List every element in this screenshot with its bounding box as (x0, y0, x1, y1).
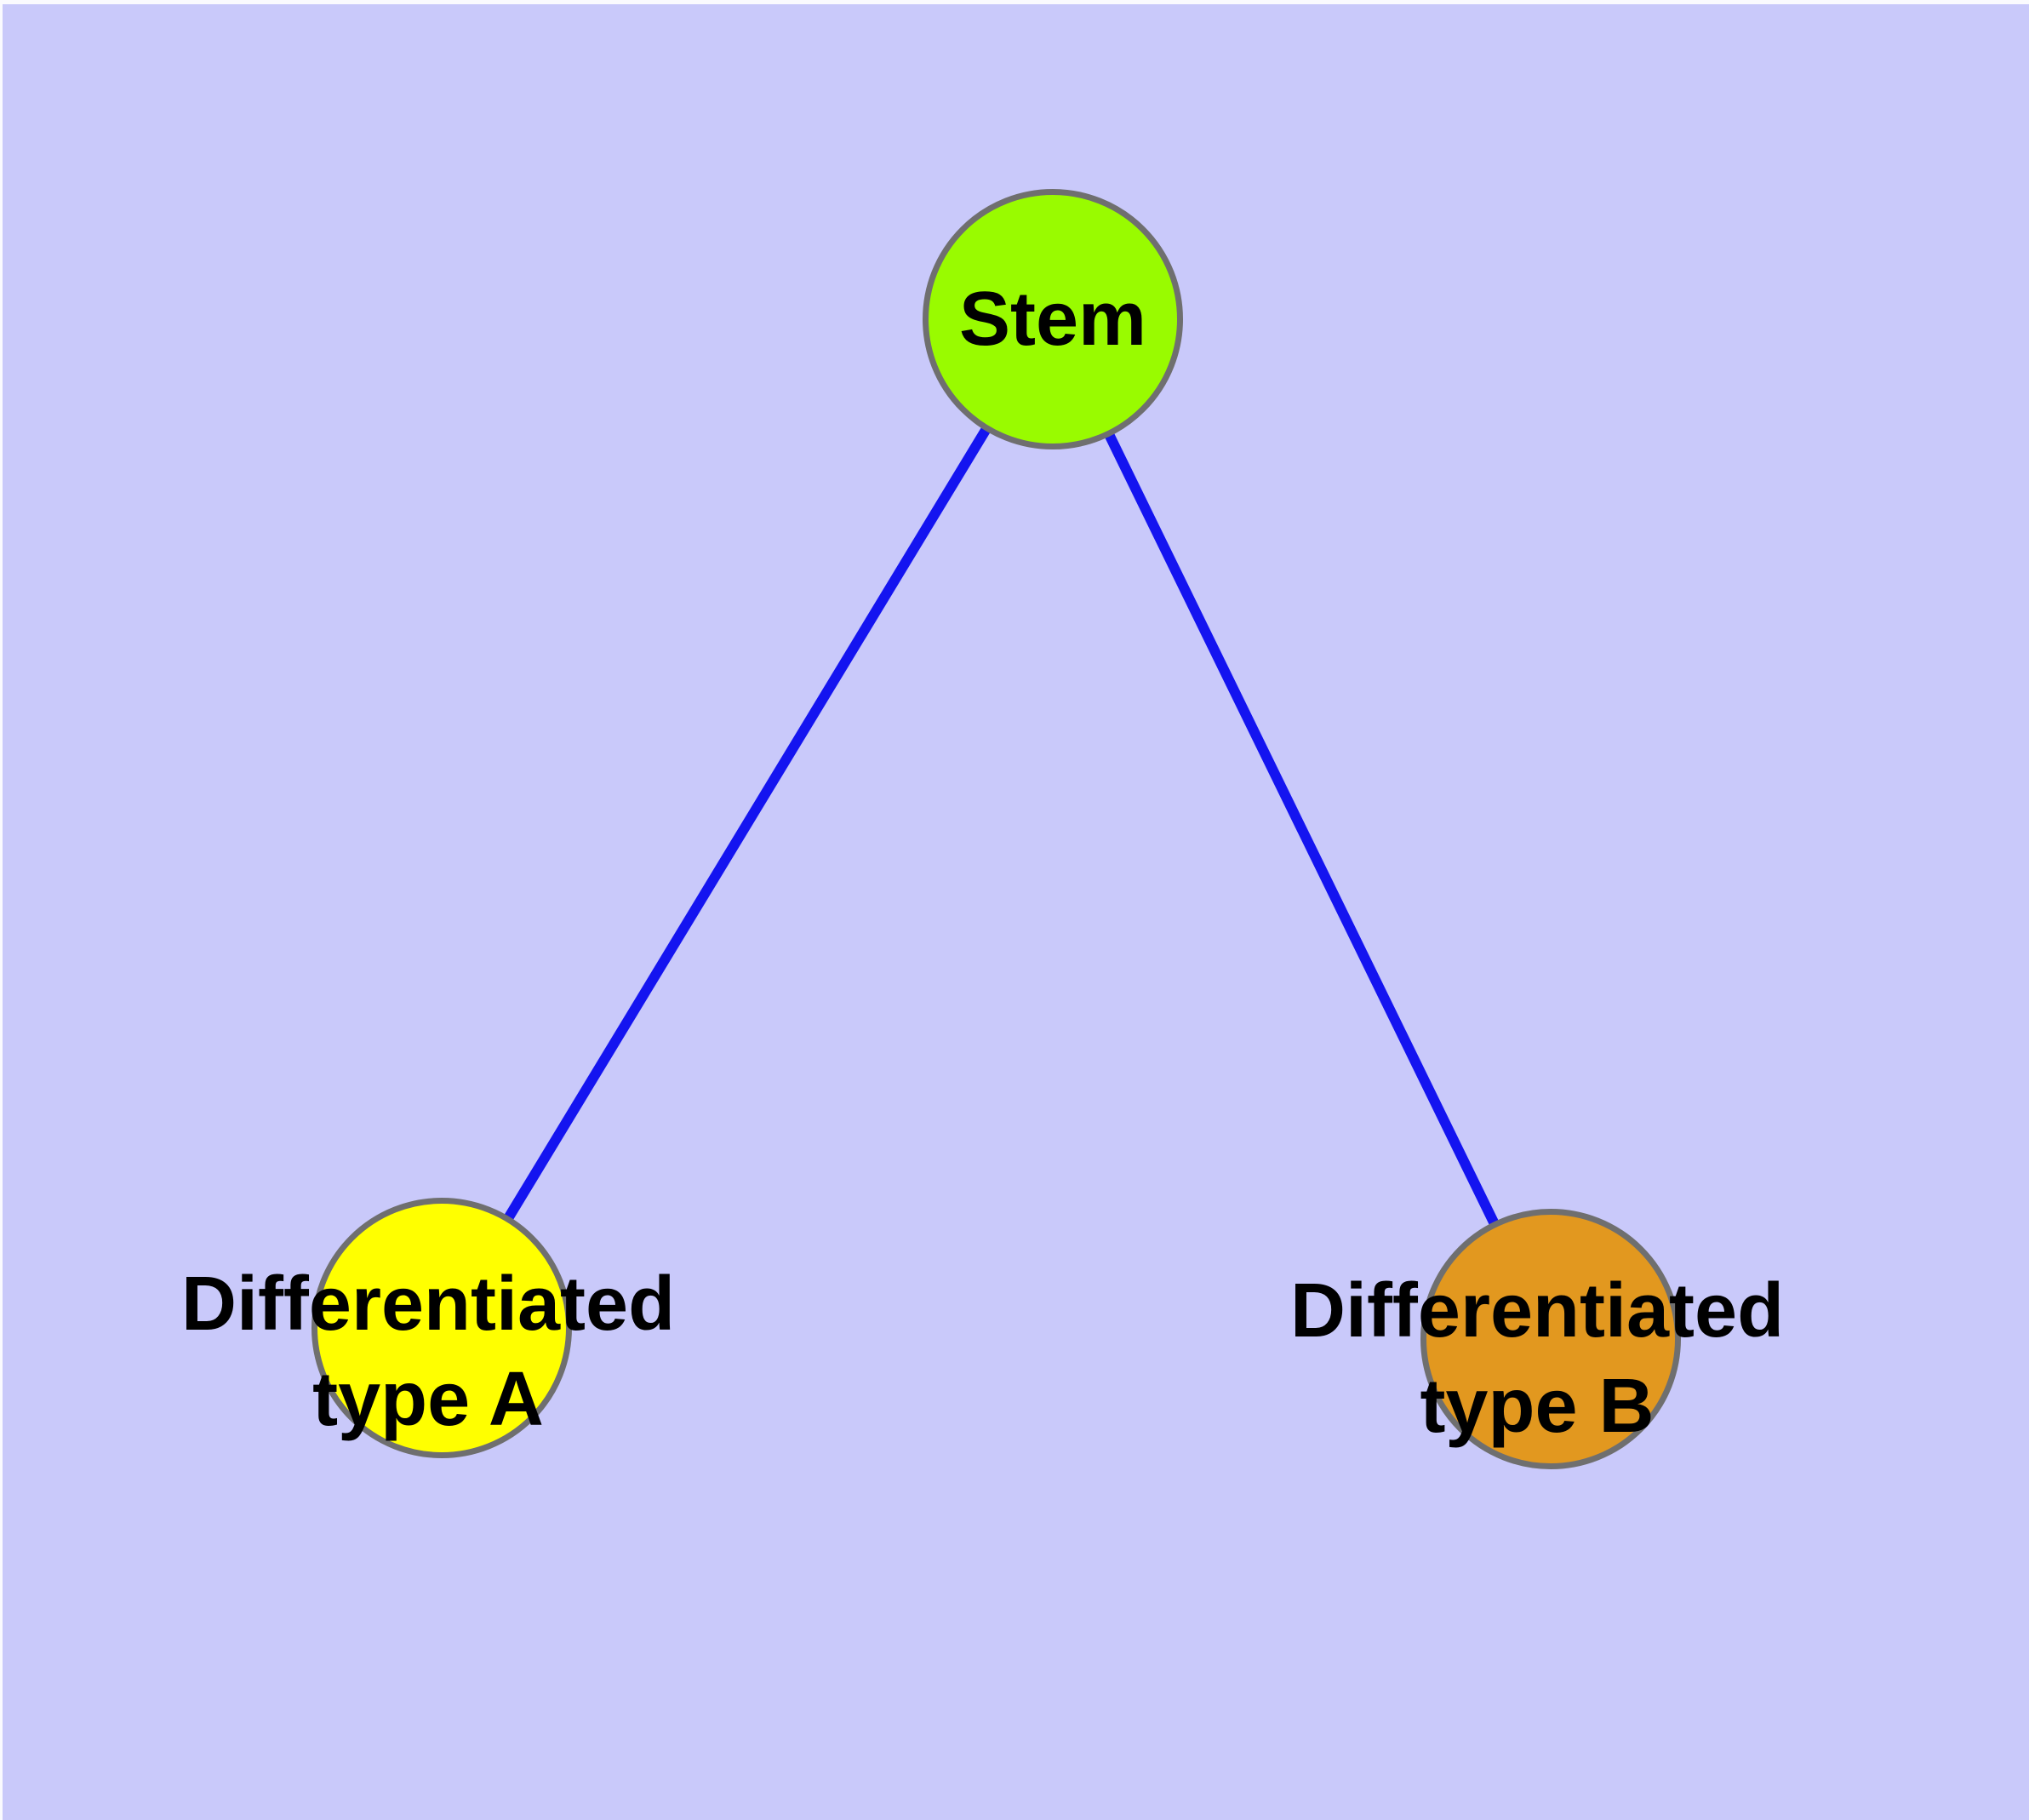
node-differentiated-type-a-label: Differentiated type A (181, 1256, 675, 1447)
node-stem-label: Stem (958, 277, 1147, 362)
edge-stem-to-type-b (1048, 317, 1556, 1342)
type-b-label-line2: type B (1420, 1364, 1655, 1449)
node-stem[interactable]: Stem (923, 189, 1183, 449)
type-a-label-line1: Differentiated (180, 1262, 676, 1347)
edge-stem-to-type-a (437, 316, 1058, 1331)
page-left-edge (0, 0, 3, 1820)
node-differentiated-type-b-label: Differentiated type B (1290, 1263, 1784, 1454)
type-a-label-line2: type A (312, 1357, 544, 1442)
type-b-label-line1: Differentiated (1289, 1268, 1785, 1354)
page-top-edge (0, 0, 2029, 4)
node-differentiated-type-a[interactable] (311, 1198, 572, 1458)
node-differentiated-type-b[interactable] (1420, 1209, 1681, 1469)
